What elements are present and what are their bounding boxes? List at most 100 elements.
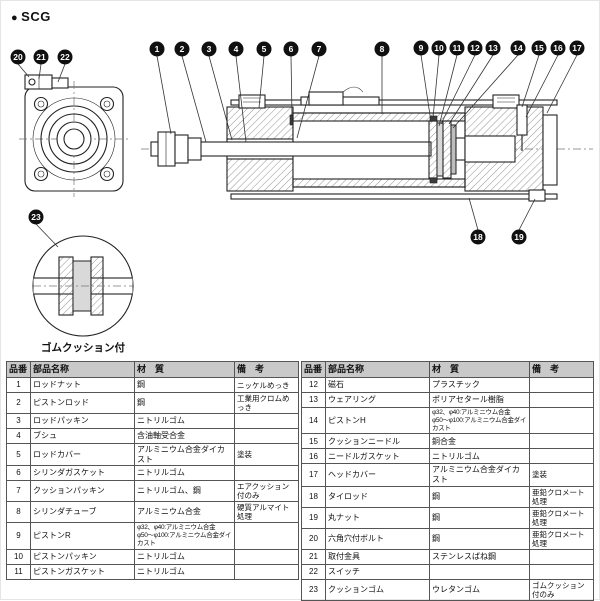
switch-rail xyxy=(300,86,380,106)
part-name: タイロッド xyxy=(325,485,430,508)
remarks: エアクッション付のみ xyxy=(234,480,299,503)
remarks xyxy=(529,392,594,408)
remarks xyxy=(234,563,299,580)
callout-23: 23 xyxy=(28,209,44,225)
part-no: 7 xyxy=(6,480,31,503)
leader-lines xyxy=(17,54,578,248)
material: ニトリルゴム xyxy=(134,563,235,580)
part-name: クッションゴム xyxy=(325,578,430,601)
svg-text:14: 14 xyxy=(513,43,523,53)
remarks: 工業用クロムめっき xyxy=(234,392,299,414)
svg-text:17: 17 xyxy=(572,43,582,53)
column-header: 品番 xyxy=(6,361,31,378)
material: 鋼 xyxy=(429,506,530,529)
remarks xyxy=(529,377,594,393)
callout-3: 3 xyxy=(201,41,217,57)
cushion-needle xyxy=(516,104,528,136)
remarks: 亜鉛クロメート処理 xyxy=(529,527,594,550)
svg-text:6: 6 xyxy=(289,44,294,54)
svg-text:3: 3 xyxy=(207,44,212,54)
part-no: 14 xyxy=(301,406,326,435)
part-name: 六角穴付ボルト xyxy=(325,527,430,550)
svg-text:1: 1 xyxy=(155,44,160,54)
end-plate xyxy=(542,114,558,186)
cylinder-section-diagram: 1 2 3 4 5 6 7 8 9 10 11 12 13 14 15 16 1… xyxy=(10,40,593,337)
remarks: 硬質アルマイト処理 xyxy=(234,501,299,524)
svg-text:10: 10 xyxy=(434,43,444,53)
svg-text:12: 12 xyxy=(470,43,480,53)
part-no: 19 xyxy=(301,506,326,529)
port-boss-head xyxy=(492,94,520,109)
part-no: 18 xyxy=(301,485,326,508)
svg-text:7: 7 xyxy=(317,44,322,54)
magnet xyxy=(436,122,444,177)
part-name: シリンダガスケット xyxy=(30,465,135,482)
column-header: 備 考 xyxy=(529,361,594,378)
column-header: 備 考 xyxy=(234,361,299,378)
remarks: 亜鉛クロメート処理 xyxy=(529,506,594,529)
part-name: クッションニードル xyxy=(325,433,430,450)
part-name: ウェアリング xyxy=(325,392,430,408)
callout-19: 19 xyxy=(511,229,527,245)
callout-10: 10 xyxy=(431,40,447,56)
part-name: ロッドナット xyxy=(30,377,135,393)
material xyxy=(429,563,530,580)
column-header: 部品名称 xyxy=(325,361,430,378)
part-name: シリンダチューブ xyxy=(30,501,135,524)
remarks: ゴムクッション付のみ xyxy=(529,578,594,601)
callout-14: 14 xyxy=(510,40,526,56)
material: 鋼 xyxy=(429,485,530,508)
part-name: ヘッドカバー xyxy=(325,463,430,487)
round-nut xyxy=(528,189,546,202)
remarks: ニッケルめっき xyxy=(234,377,299,393)
piston-h xyxy=(442,120,452,179)
material: ニトリルゴム、鋼 xyxy=(134,480,235,503)
material: 含油軸受合金 xyxy=(134,428,235,444)
remarks xyxy=(234,428,299,444)
callout-1: 1 xyxy=(149,41,165,57)
part-no: 22 xyxy=(301,563,326,580)
callout-4: 4 xyxy=(228,41,244,57)
svg-text:22: 22 xyxy=(60,52,70,62)
svg-text:13: 13 xyxy=(488,43,498,53)
material: ニトリルゴム xyxy=(134,548,235,565)
column-header: 部品名称 xyxy=(30,361,135,378)
material: ニトリルゴム xyxy=(429,448,530,465)
remarks: 塗装 xyxy=(234,442,299,467)
callout-11: 11 xyxy=(449,40,465,56)
detail-view xyxy=(32,235,134,337)
callout-7: 7 xyxy=(311,41,327,57)
material: 鋼 xyxy=(134,392,235,414)
callout-17: 17 xyxy=(569,40,585,56)
piston-packing-bottom xyxy=(429,177,438,184)
callouts: 1 2 3 4 5 6 7 8 9 10 11 12 13 14 15 16 1… xyxy=(10,40,585,245)
tie-rod-bottom xyxy=(230,193,558,200)
part-no: 12 xyxy=(301,377,326,393)
remarks xyxy=(529,406,594,435)
callout-8: 8 xyxy=(374,41,390,57)
material: φ32、φ40:アルミニウム合金 φ50〜φ100:アルミニウム合金ダイカスト xyxy=(134,522,235,550)
material: ニトリルゴム xyxy=(134,413,235,429)
callout-15: 15 xyxy=(531,40,547,56)
part-no: 4 xyxy=(6,428,31,444)
header-row: 品番部品名称材 質備 考 xyxy=(301,361,594,378)
rod-nut xyxy=(157,131,202,167)
piston-r xyxy=(428,120,438,179)
part-name: ブシュ xyxy=(30,428,135,444)
remarks xyxy=(234,465,299,482)
svg-text:8: 8 xyxy=(380,44,385,54)
part-no: 23 xyxy=(301,578,326,601)
